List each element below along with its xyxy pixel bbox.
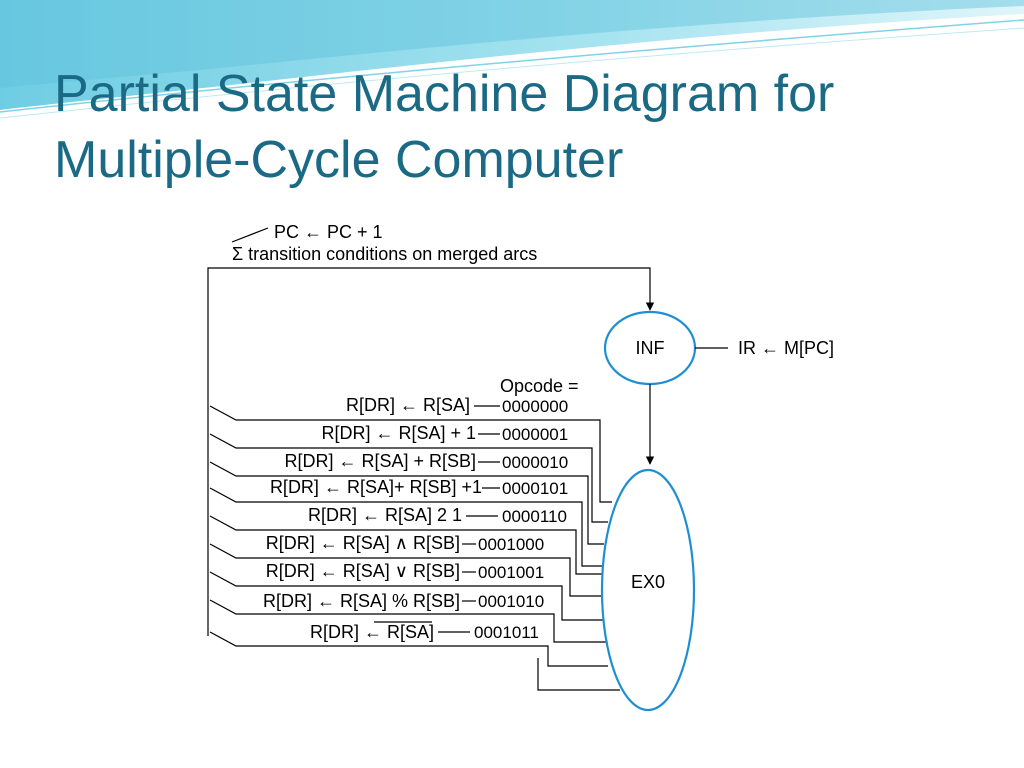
transition-action: R[DR] ← R[SA] [346, 395, 470, 415]
opcode-header: Opcode = [500, 376, 579, 396]
return-arc-to-inf [207, 267, 655, 636]
inf-state-label: INF [636, 338, 665, 358]
transition-arc [209, 487, 602, 567]
transition-arc [209, 515, 602, 575]
transition-opcode: 0000010 [502, 453, 568, 472]
merged-arcs-note: Σ transition conditions on merged arcs [232, 244, 537, 264]
transition-arc [209, 433, 608, 523]
transition-action: R[DR] ← R[SA] 2 1 [308, 505, 462, 525]
slide-title-line-2: Multiple-Cycle Computer [54, 130, 624, 189]
transition-arc [209, 405, 612, 503]
transition-action: R[DR] ← R[SA] [310, 622, 434, 642]
inf-action-label: IR ← M[PC] [738, 338, 834, 358]
transition-arcs [209, 405, 620, 691]
transition-arc [209, 631, 608, 667]
transition-opcode: 0000001 [502, 425, 568, 444]
transition-arc [209, 543, 602, 597]
transition-arc [209, 461, 604, 545]
transition-action: R[DR] ← R[SA] % R[SB] [263, 591, 460, 611]
transition-labels: R[DR] ← R[SA] 0000000 R[DR] ← R[SA] + 1 … [263, 395, 568, 642]
transition-arc [537, 658, 620, 691]
transition-opcode: 0000101 [502, 479, 568, 498]
transition-action: R[DR] ← R[SA]+ R[SB] +1 [270, 477, 482, 497]
ex0-state-node [600, 468, 696, 712]
transition-opcode: 0000110 [502, 507, 567, 526]
transition-arc [209, 599, 606, 643]
transition-action: R[DR] ← R[SA] + 1 [321, 423, 476, 443]
transition-opcode: 0001010 [478, 592, 544, 611]
transition-opcode: 0001011 [474, 623, 539, 642]
transition-arc [209, 571, 604, 621]
transition-opcode: 0001001 [478, 563, 544, 582]
slide-title: Partial State Machine Diagram for Multip… [54, 62, 994, 193]
transition-action: R[DR] ← R[SA] ∨ R[SB] [266, 561, 460, 581]
transition-action: R[DR] ← R[SA] ∧ R[SB] [266, 533, 460, 553]
transition-opcode: 0000000 [502, 397, 568, 416]
pc-increment-note: PC ← PC + 1 [274, 222, 383, 242]
transition-opcode: 0001000 [478, 535, 544, 554]
slide-title-line-1: Partial State Machine Diagram for [54, 65, 835, 123]
pc-note-leader [231, 227, 269, 243]
transition-action: R[DR] ← R[SA] + R[SB] [284, 451, 476, 471]
ex0-state-label: EX0 [631, 572, 665, 592]
